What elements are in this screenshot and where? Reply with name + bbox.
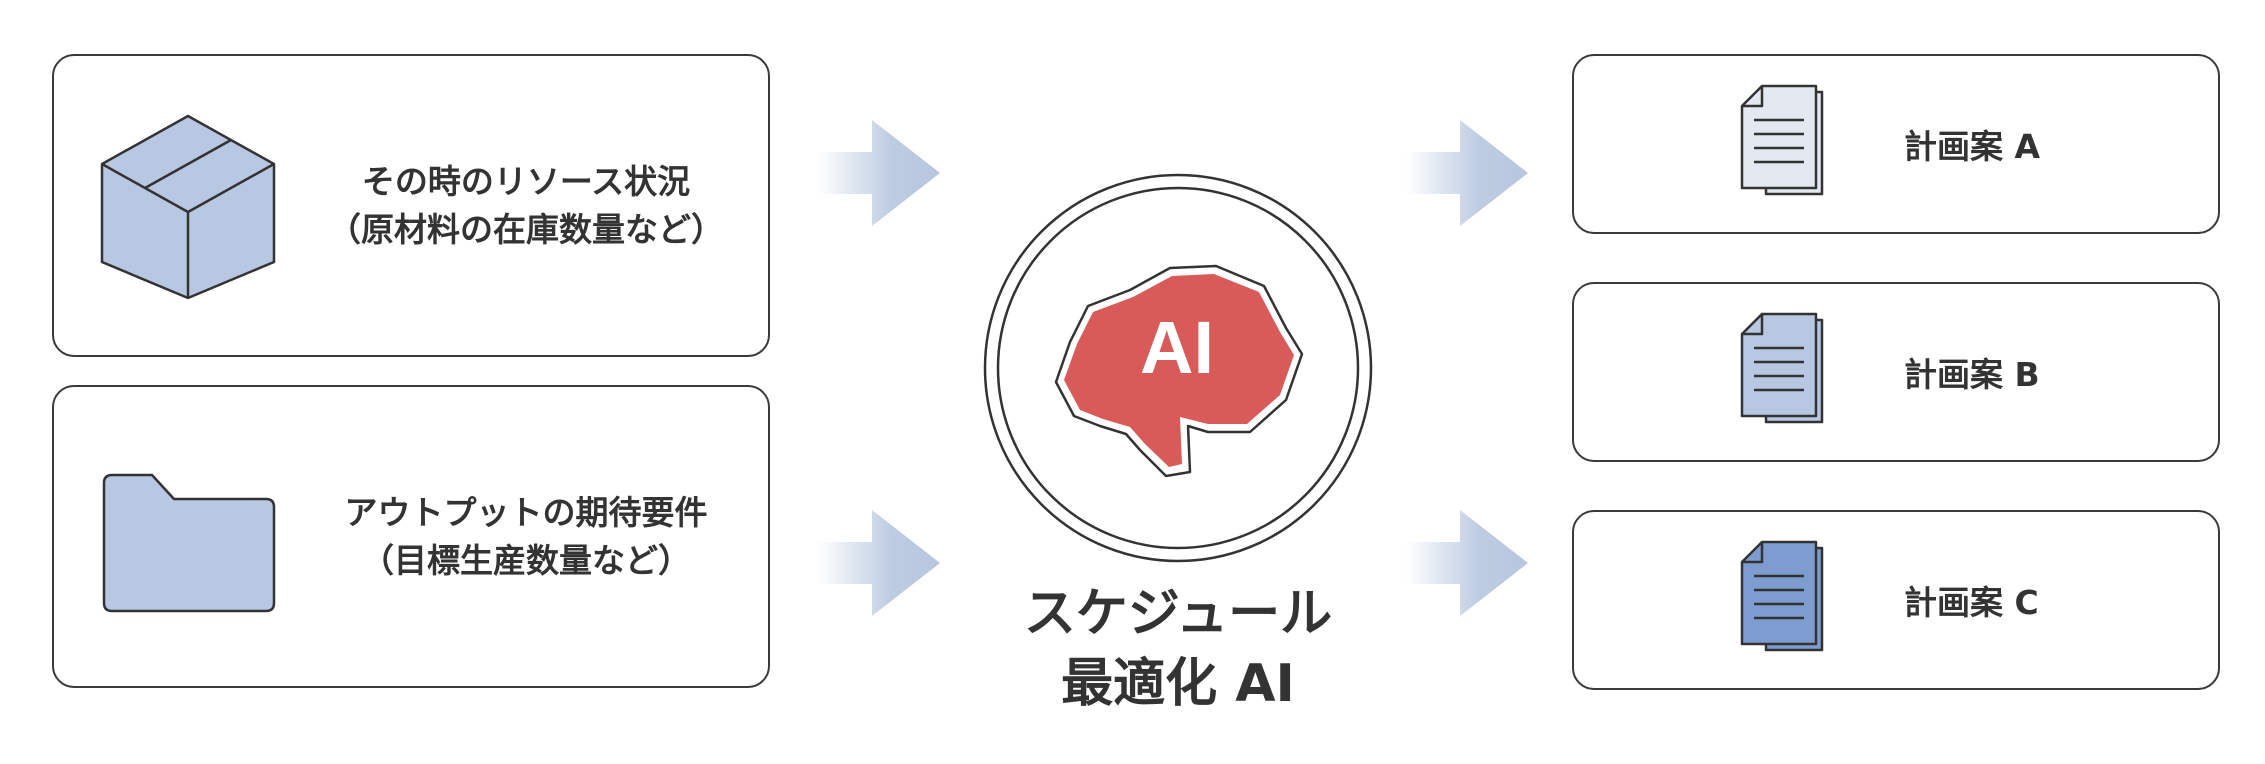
input-box-requirements: アウトプットの期待要件 （目標生産数量など）: [52, 385, 770, 688]
output-box-plan-b: 計画案 B: [1572, 282, 2220, 462]
plan-label: 計画案 B: [1904, 355, 2040, 394]
document-icon: [1736, 538, 1832, 658]
caption-line-2: 最適化 AI: [1061, 654, 1295, 714]
input-box-resources: その時のリソース状況 （原材料の在庫数量など）: [52, 54, 770, 357]
document-icon: [1736, 310, 1832, 430]
box-icon: [98, 112, 278, 302]
output-box-plan-a: 計画案 A: [1572, 54, 2220, 234]
ai-emblem: [980, 170, 1376, 566]
ai-label: AI: [1140, 306, 1214, 389]
caption-line-1: スケジュール: [1023, 584, 1333, 644]
input-line-1: その時のリソース状況: [361, 161, 691, 201]
folder-icon: [98, 443, 278, 633]
input-line-2: （目標生産数量など）: [361, 540, 691, 580]
document-icon: [1736, 82, 1832, 202]
input-text-resources: その時のリソース状況 （原材料の在庫数量など）: [304, 56, 748, 355]
arrow-right-icon: [818, 118, 942, 228]
plan-label: 計画案 A: [1904, 127, 2041, 166]
input-line-2: （原材料の在庫数量など）: [328, 209, 724, 249]
input-text-requirements: アウトプットの期待要件 （目標生産数量など）: [304, 387, 748, 686]
brain-icon: [1054, 264, 1304, 478]
plan-label: 計画案 C: [1904, 583, 2039, 622]
output-box-plan-c: 計画案 C: [1572, 510, 2220, 690]
arrow-right-icon: [1406, 118, 1530, 228]
arrow-right-icon: [1406, 508, 1530, 618]
input-line-1: アウトプットの期待要件: [344, 492, 708, 532]
arrow-right-icon: [818, 508, 942, 618]
